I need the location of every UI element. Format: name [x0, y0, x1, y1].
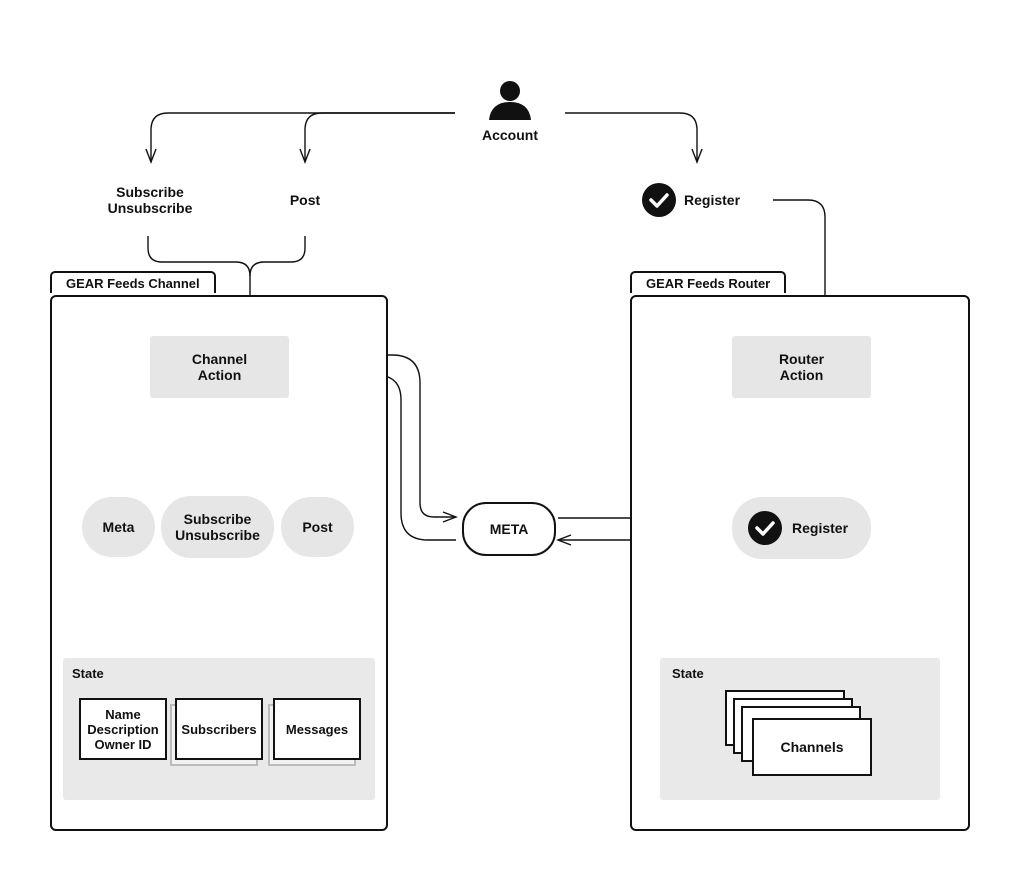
account-node: Account	[470, 80, 550, 143]
handler-subscribe-unsubscribe-label: Subscribe Unsubscribe	[175, 511, 260, 543]
edge-channel-to-meta	[296, 354, 458, 523]
user-icon	[489, 81, 531, 120]
channel-panel-title: GEAR Feeds Channel	[50, 271, 216, 293]
top-subscribe-unsubscribe-label: Subscribe Unsubscribe	[107, 184, 193, 216]
edge-post-merge	[249, 236, 306, 277]
edge-account-post	[299, 112, 455, 164]
router-panel-title: GEAR Feeds Router	[630, 271, 787, 293]
account-label: Account	[482, 127, 538, 143]
top-post-label: Post	[289, 192, 321, 208]
router-action-label: Router Action	[778, 351, 825, 383]
channel-action-node	[150, 336, 289, 398]
check-circle-icon	[642, 183, 676, 217]
handler-meta: Meta	[82, 497, 155, 557]
state-channel-info: Name Description Owner ID	[79, 698, 167, 760]
router-register-node: Register	[732, 497, 871, 559]
state-subscribers: Subscribers	[175, 698, 263, 760]
meta-node-label: META	[489, 521, 529, 537]
handler-post-label: Post	[302, 519, 333, 535]
edge-account-register	[565, 112, 703, 164]
router-register-label: Register	[792, 520, 849, 536]
edge-account-subscribe	[145, 112, 455, 164]
state-channels: Channels	[752, 718, 872, 776]
handler-meta-label: Meta	[102, 519, 135, 535]
channel-state-label: State	[72, 666, 104, 681]
handler-post: Post	[281, 497, 354, 557]
router-action-node	[732, 336, 871, 398]
top-register-label: Register	[684, 192, 741, 208]
check-circle-icon	[748, 511, 782, 545]
top-register-node: Register	[640, 183, 760, 219]
meta-node: META	[462, 502, 556, 556]
state-messages: Messages	[273, 698, 361, 760]
router-state-label: State	[672, 666, 704, 681]
handler-subscribe-unsubscribe: Subscribe Unsubscribe	[161, 496, 274, 558]
edge-subscribe-merge	[147, 236, 256, 329]
edge-register-router	[773, 199, 831, 332]
channel-action-label: Channel Action	[191, 351, 248, 383]
